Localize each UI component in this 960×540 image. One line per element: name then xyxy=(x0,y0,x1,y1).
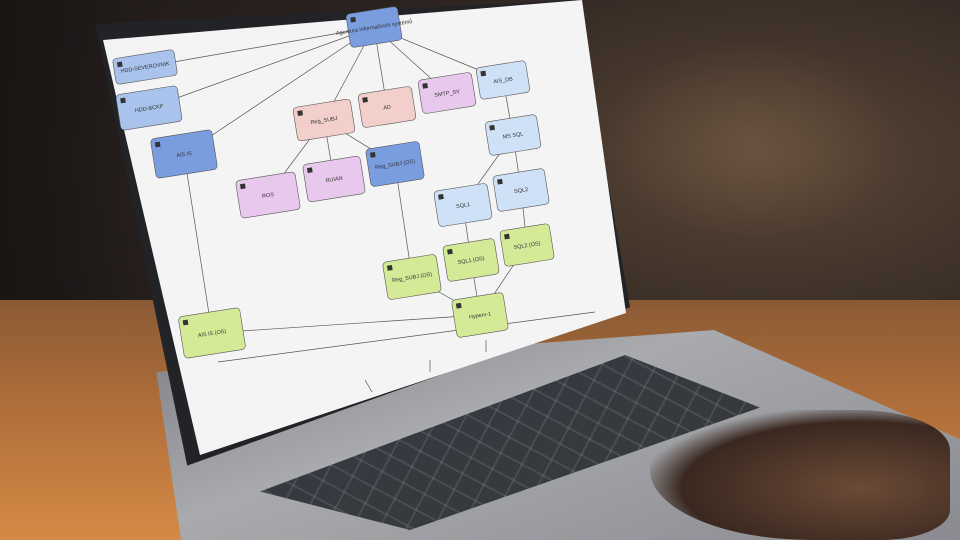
diagram-connector xyxy=(365,380,372,392)
server-icon xyxy=(447,249,453,255)
diagram-node-hyperv[interactable]: Hyperv-1 xyxy=(451,292,508,338)
server-icon xyxy=(438,194,444,200)
server-icon xyxy=(456,303,462,309)
server-icon xyxy=(183,320,189,326)
diagram-edge xyxy=(212,315,480,333)
diagram-node-sql1-os[interactable]: SQL1 (OS) xyxy=(443,238,500,282)
diagram-connector xyxy=(218,312,595,362)
diagram-node-label: AD xyxy=(383,104,392,111)
diagram-node-reg-subj[interactable]: Reg_SUBJ xyxy=(293,99,356,142)
server-icon xyxy=(480,71,486,77)
diagram-node-reg-subj-os2[interactable]: Reg_SUBJ (OS) xyxy=(382,254,441,300)
diagram-node-ros[interactable]: ROS xyxy=(235,172,300,219)
diagram-edge xyxy=(184,154,212,333)
diagram-node-ad[interactable]: AD xyxy=(358,86,417,128)
diagram-node-ais-is-os[interactable]: AIS IS (OS) xyxy=(178,307,246,358)
server-icon xyxy=(155,142,161,148)
server-icon xyxy=(307,167,313,173)
diagram-node-ms-sql[interactable]: MS SQL xyxy=(485,114,542,156)
diagram-node-sql2-os[interactable]: SQL2 (OS) xyxy=(499,223,554,266)
server-icon xyxy=(350,17,356,23)
diagram-node-hdd-bckp[interactable]: HDD-BCKP xyxy=(116,85,183,130)
server-icon xyxy=(117,62,123,68)
diagram-node-smtp[interactable]: SMTP_SV xyxy=(418,72,477,114)
diagram-node-ruian[interactable]: RUIAN xyxy=(302,156,365,203)
server-icon xyxy=(489,125,495,131)
diagram-nodes: Agentura informačních systémůHDD-SEVEROV… xyxy=(112,6,554,358)
diagram-node-reg-subj-os[interactable]: Reg_SUBJ (OS) xyxy=(365,141,424,187)
server-icon xyxy=(504,234,510,240)
diagram-node-hdd-server[interactable]: HDD-SEVEROVNIK xyxy=(112,49,177,84)
server-icon xyxy=(240,183,246,189)
diagram-node-ais-db[interactable]: AIS_DB xyxy=(476,60,530,99)
server-icon xyxy=(497,179,503,185)
diagram-node-sql2[interactable]: SQL2 xyxy=(493,168,550,212)
server-icon xyxy=(370,152,376,158)
diagram-node-top[interactable]: Agentura informačních systémů xyxy=(335,6,412,48)
server-icon xyxy=(387,265,393,271)
diagram-node-ais-is[interactable]: AIS IS xyxy=(150,129,217,178)
diagram-node-sql1[interactable]: SQL1 xyxy=(434,183,493,227)
server-icon xyxy=(422,83,428,89)
server-icon xyxy=(362,97,368,103)
server-icon xyxy=(297,110,303,116)
server-icon xyxy=(120,98,126,104)
diagram-edge xyxy=(149,27,374,108)
